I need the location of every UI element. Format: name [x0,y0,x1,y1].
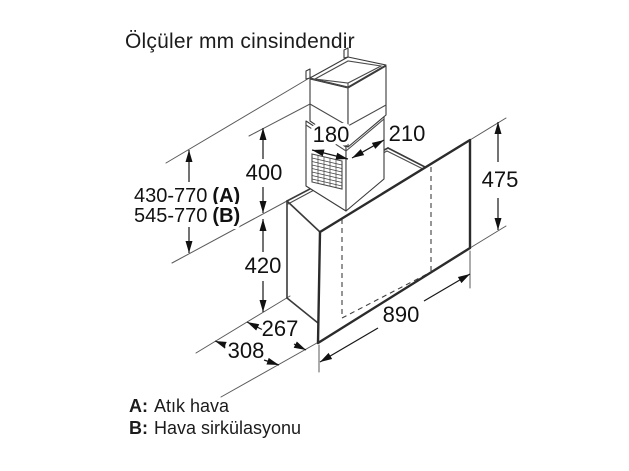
dim-label-chimney-height: 400 [246,160,283,185]
dim-label-panel-height: 475 [482,167,519,192]
legend: A: Atık hava B: Hava sirkülasyonu [129,395,301,439]
mounting-tab-icon [343,47,349,59]
legend-label-b: Hava sirkülasyonu [154,418,302,438]
legend-item-exhaust: A: Atık hava [129,395,301,417]
dim-label-depth-lower: 267 [262,316,299,341]
mounting-tab-icon [305,68,311,80]
dimension-lines [185,122,502,366]
dim-label-height-range-b: 545-770(B) [134,205,240,227]
units-note: Ölçüler mm cinsindendir [125,30,355,53]
legend-key-a: A: [129,396,148,416]
dim-label-depth-total: 308 [228,338,265,363]
legend-key-b: B: [129,418,148,438]
dim-label-chimney-width: 210 [389,121,426,146]
legend-item-recirculation: B: Hava sirkülasyonu [129,417,301,439]
dim-label-body-height: 420 [245,253,282,278]
dim-label-width: 890 [383,302,420,327]
glass-panel [316,138,472,345]
dimension-labels: 180 210 400 430-770(A) 545-770(B) 475 42… [131,118,522,367]
dim-label-height-range-a: 430-770(A) [134,185,240,207]
dim-label-chimney-depth: 180 [313,122,350,147]
chimney [305,47,387,212]
legend-label-a: Atık hava [154,396,230,416]
